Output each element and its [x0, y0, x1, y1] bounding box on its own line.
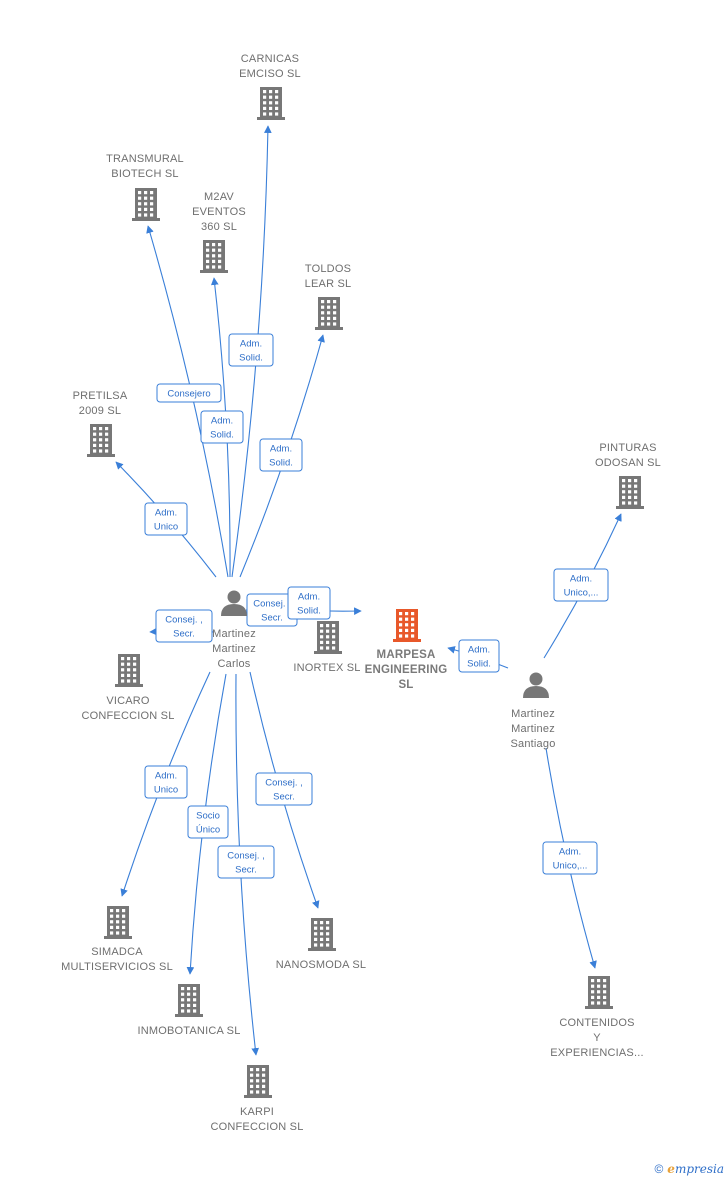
building-icon[interactable] — [314, 621, 342, 654]
brand-logo-e: e — [667, 1162, 675, 1176]
edge-label-text: Adm. — [468, 645, 490, 656]
edge-label-text: Consej. , — [227, 851, 265, 862]
node-label-inortex[interactable]: INORTEX SL — [293, 662, 360, 674]
building-icon[interactable] — [175, 984, 203, 1017]
edge-label-santiago-contenidos[interactable]: Adm. Unico,... — [542, 841, 598, 875]
person-icon[interactable] — [523, 672, 549, 699]
building-icon[interactable] — [115, 654, 143, 687]
edge-label-text: Solid. — [239, 353, 263, 364]
person-icon[interactable] — [221, 590, 247, 617]
edge-label-text: Adm. — [559, 847, 581, 858]
edge-label-carlos-simadca[interactable]: Adm. Unico — [144, 765, 188, 799]
edge-label-text: Secr. — [273, 792, 295, 803]
building-icon[interactable] — [244, 1065, 272, 1098]
edges — [115, 125, 622, 1056]
building-icon[interactable] — [308, 918, 336, 951]
edge-label-text: Consej. , — [253, 599, 291, 610]
building-icon[interactable] — [616, 476, 644, 509]
edge-label-carlos-carnicas[interactable]: Adm. Solid. — [228, 333, 274, 367]
node-label-nanosmoda[interactable]: NANOSMODA SL — [276, 959, 366, 971]
edge-label-santiago-pinturas[interactable]: Adm. Unico,... — [553, 568, 609, 602]
brand-footer[interactable]: ©empresia — [654, 1162, 724, 1176]
edge-label-carlos-vicaro[interactable]: Consej. , Secr. — [155, 609, 213, 643]
edge-label-text: Adm. — [270, 444, 292, 455]
edge-label-text: Solid. — [269, 458, 293, 469]
edge-label-carlos-m2av[interactable]: Adm. Solid. — [200, 410, 244, 444]
edge-label-text: Solid. — [467, 659, 491, 670]
edge-label-text: Unico,... — [553, 861, 588, 872]
edge-label-text: Unico — [154, 785, 178, 796]
edge-label-carlos-nanosmoda[interactable]: Consej. , Secr. — [255, 772, 313, 806]
copyright-icon: © — [654, 1162, 664, 1176]
edge-label-carlos-toldos[interactable]: Adm. Solid. — [259, 438, 303, 472]
edge-label-text: Socio — [196, 811, 220, 822]
edge-label-text: Secr. — [261, 613, 283, 624]
edge-label-text: Adm. — [240, 339, 262, 350]
building-icon[interactable] — [200, 240, 228, 273]
building-icon[interactable] — [104, 906, 132, 939]
edge-label-text: Solid. — [297, 606, 321, 617]
brand-logo-text: mpresia — [674, 1162, 724, 1176]
edge-label-text: Secr. — [235, 865, 257, 876]
edge-label-carlos-marpesa[interactable]: Adm. Solid. — [287, 586, 331, 620]
edge-label-text: Único — [196, 825, 220, 836]
edge-label-text: Consej. , — [265, 778, 303, 789]
edge-label-text: Adm. — [570, 574, 592, 585]
edge-label-carlos-pretilsa[interactable]: Adm. Unico — [144, 502, 188, 536]
building-icon[interactable] — [257, 87, 285, 120]
node-label-inmobotanica[interactable]: INMOBOTANICA SL — [137, 1025, 240, 1037]
edge-label-text: Adm. — [155, 771, 177, 782]
edge-label-text: Consejero — [167, 389, 210, 400]
building-icon[interactable] — [315, 297, 343, 330]
edge-labels: Adm.Solid.ConsejeroAdm.Solid.Adm.Solid.A… — [144, 333, 609, 879]
edge-label-text: Unico,... — [564, 588, 599, 599]
building-icon[interactable] — [87, 424, 115, 457]
edge-label-text: Adm. — [155, 508, 177, 519]
edge-label-text: Consej. , — [165, 615, 203, 626]
edge-label-santiago-marpesa[interactable]: Adm. Solid. — [458, 639, 500, 673]
edge-label-text: Adm. — [211, 416, 233, 427]
edge-label-text: Secr. — [173, 629, 195, 640]
edge-label-carlos-karpi[interactable]: Consej. , Secr. — [217, 845, 275, 879]
edge-label-text: Unico — [154, 522, 178, 533]
building-icon[interactable] — [393, 609, 421, 642]
edge-label-carlos-transmural[interactable]: Consejero — [156, 383, 222, 403]
building-icon[interactable] — [132, 188, 160, 221]
edge-label-text: Adm. — [298, 592, 320, 603]
building-icon[interactable] — [585, 976, 613, 1009]
edge-label-text: Solid. — [210, 430, 234, 441]
